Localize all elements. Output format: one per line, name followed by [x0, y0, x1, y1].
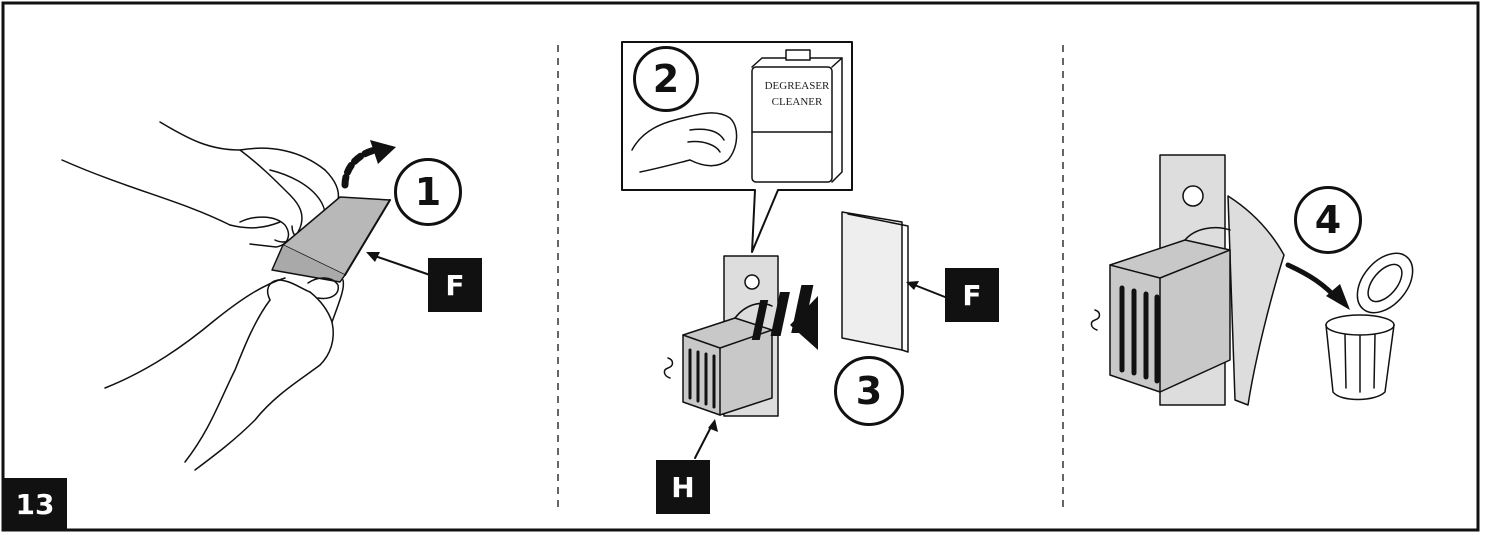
figure-number: 13: [3, 478, 67, 530]
filter-label-panel1: F: [428, 258, 482, 312]
pointer-f2: [912, 284, 945, 297]
step-3-badge: 3: [834, 356, 904, 426]
peel-arrow: [345, 150, 375, 185]
degreaser-can: [752, 50, 842, 182]
pointer-h: [695, 425, 712, 458]
housing-unit-3: [1091, 228, 1230, 392]
housing-label-panel2: H: [656, 460, 710, 514]
panel-1-remove-filter: [62, 122, 430, 470]
panel-3-dispose: [1091, 155, 1423, 405]
upper-hand: [62, 160, 230, 225]
trash-bin: [1326, 243, 1424, 400]
step-2-badge: 2: [633, 46, 699, 112]
step-4-badge: 4: [1294, 186, 1362, 254]
can-label-line1: DEGREASER: [762, 80, 832, 92]
lower-hand: [185, 300, 270, 462]
old-filter: [1228, 196, 1284, 405]
step-1-badge: 1: [394, 158, 462, 226]
pointer-f1: [372, 255, 430, 275]
filter-label-panel2: F: [945, 268, 999, 322]
new-filter: [842, 212, 902, 350]
can-label-line2: CLEANER: [762, 96, 832, 108]
